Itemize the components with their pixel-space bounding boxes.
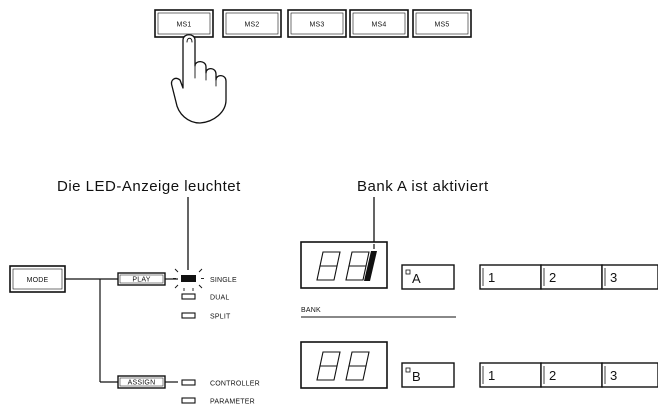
number-key-3-lower[interactable]: 3 [602,363,658,387]
memory-switch-ms2[interactable]: MS2 [223,10,281,37]
controller-led [182,380,195,385]
caption-bank-active: Bank A ist aktiviert [357,178,489,195]
bank-label: BANK [301,307,321,314]
number-key-2-upper-label: 2 [549,270,556,285]
memory-switch-ms3[interactable]: MS3 [288,10,346,37]
ms5-label: MS5 [435,22,450,29]
option-dual: DUAL [210,295,229,302]
option-single: SINGLE [210,277,237,284]
upper-seven-segment-display [301,242,387,288]
mode-connector-lines [65,279,178,382]
bank-b-button[interactable]: B [402,363,454,387]
bank-b-led [406,368,410,372]
bank-a-led [406,270,410,274]
option-controller: CONTROLLER [210,381,260,388]
number-key-2-lower-label: 2 [549,368,556,383]
single-led-lit [173,269,204,291]
lower-seven-segment-display [301,342,387,388]
number-key-3-upper-label: 3 [610,270,617,285]
option-split: SPLIT [210,314,231,321]
number-key-1-lower-label: 1 [488,368,495,383]
number-key-1-upper-label: 1 [488,270,495,285]
mode-button-label: MODE [27,277,49,284]
number-key-2-lower[interactable]: 2 [541,363,602,387]
mode-button[interactable]: MODE [10,266,65,292]
number-key-1-lower[interactable]: 1 [480,363,541,387]
number-key-2-upper[interactable]: 2 [541,265,602,289]
assign-button[interactable]: ASSIGN [118,376,165,388]
assign-button-label: ASSIGN [128,380,156,387]
caption-led-lit: Die LED-Anzeige leuchtet [57,178,241,195]
parameter-led [182,398,195,403]
ms2-label: MS2 [245,22,260,29]
play-button[interactable]: PLAY [118,273,165,285]
memory-switch-ms5[interactable]: MS5 [413,10,471,37]
number-key-1-upper[interactable]: 1 [480,265,541,289]
memory-switch-ms4[interactable]: MS4 [350,10,408,37]
ms3-label: MS3 [310,22,325,29]
split-led [182,313,195,318]
bank-a-button[interactable]: A [402,265,454,289]
option-parameter: PARAMETER [210,399,255,406]
bank-b-label: B [412,369,421,384]
number-key-3-upper[interactable]: 3 [602,265,658,289]
play-button-label: PLAY [132,277,150,284]
dual-led [182,294,195,299]
bank-a-label: A [412,271,421,286]
ms4-label: MS4 [372,22,387,29]
memory-switch-ms1[interactable]: MS1 [155,10,213,37]
ms1-label: MS1 [177,22,192,29]
number-key-3-lower-label: 3 [610,368,617,383]
pressing-hand-icon [172,35,226,123]
